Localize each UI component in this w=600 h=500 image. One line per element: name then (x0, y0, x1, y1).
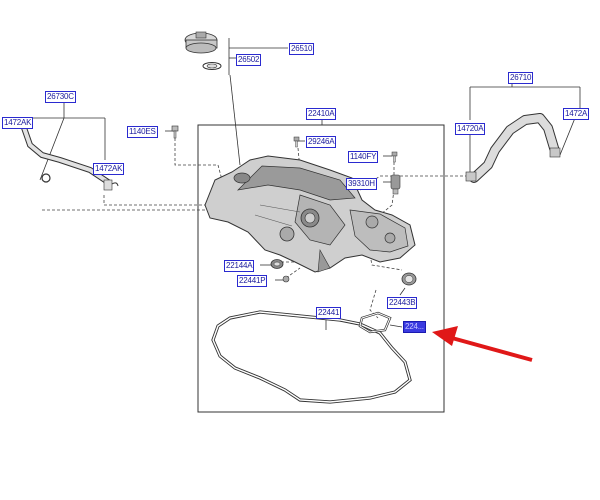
label-26502: 26502 (236, 54, 262, 66)
label-14720a: 14720A (455, 123, 486, 135)
label-26510: 26510 (289, 43, 315, 55)
camshaft-sensor (390, 174, 401, 195)
plug-22441p (282, 275, 290, 283)
label-1472ak-inner: 1472AK (93, 163, 125, 175)
label-22410a: 22410A (306, 108, 337, 120)
cap-seal (202, 62, 222, 70)
breather-hose (19, 119, 113, 191)
label-22441: 22441 (316, 307, 342, 319)
label-22443b: 22443B (387, 297, 418, 309)
hose-clamp-left (41, 173, 119, 187)
assembly-frame (197, 124, 445, 413)
label-26730c: 26730C (45, 91, 76, 103)
bolt-1140es (171, 125, 179, 139)
pcv-hose (465, 113, 561, 183)
label-1140fy: 1140FY (348, 151, 379, 163)
bolt-1140fy (391, 151, 398, 163)
seal-22144a (270, 259, 284, 269)
red-arrow (432, 326, 533, 362)
label-1140es: 1140ES (127, 126, 158, 138)
oil-filler-cap (184, 31, 218, 54)
bolt-29246a (293, 136, 300, 148)
label-highlighted-part: 224... (403, 321, 426, 333)
label-1472a: 1472A (563, 108, 590, 120)
small-gasket (358, 311, 392, 334)
label-39310h: 39310H (346, 178, 377, 190)
label-26710: 26710 (508, 72, 534, 84)
label-22441p: 22441P (237, 275, 268, 287)
cover-gasket (211, 310, 412, 404)
label-1472ak-outer: 1472AK (2, 117, 34, 129)
seal-22443b (401, 272, 417, 286)
label-29246a: 29246A (306, 136, 337, 148)
rocker-cover (204, 155, 416, 273)
label-22144a: 22144A (224, 260, 255, 272)
